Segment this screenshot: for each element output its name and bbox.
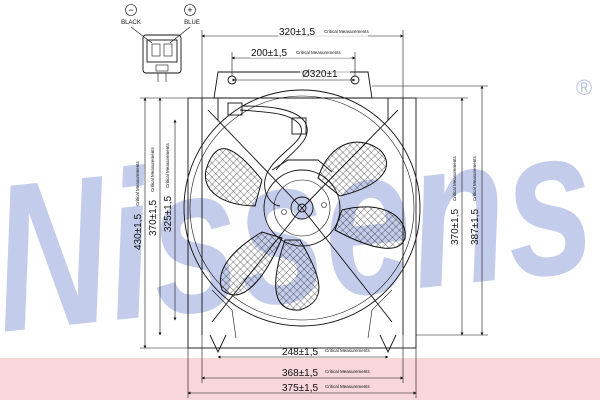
fan-blade-3 xyxy=(334,206,406,249)
dim-left-430-note: Critical Measurements xyxy=(135,160,140,206)
dim-bottom-375-note: Critical Measurements xyxy=(325,384,371,389)
dim-top-width-note: Critical Measurements xyxy=(324,29,370,34)
dim-left-325-note: Critical Measurements xyxy=(165,142,170,188)
dim-mount-width-note: Critical Measurements xyxy=(296,50,342,55)
dim-bottom-375-value: 375±1,5 xyxy=(282,383,319,394)
dim-right-387: 387±1,5 Critical Measurements xyxy=(470,155,481,245)
dim-left-325-value: 325±1,5 xyxy=(163,195,174,232)
dim-mount-width-value: 200±1,5 xyxy=(251,48,288,59)
dim-right-370: 370±1,5 Critical Measurements xyxy=(450,155,461,245)
dim-bottom-368-note: Critical Measurements xyxy=(325,369,371,374)
connector-legend: − + BLACK BLUE xyxy=(121,4,200,82)
wiring-harness xyxy=(227,102,308,207)
dim-hole-dia: Ø320±1 xyxy=(300,68,350,80)
dim-bottom-368: 368±1,5 Critical Measurements xyxy=(282,368,371,379)
registered-mark: ® xyxy=(576,75,592,100)
dim-left-430-value: 430±1,5 xyxy=(133,213,144,250)
dim-bottom-368-value: 368±1,5 xyxy=(282,368,319,379)
fan-blade-2 xyxy=(317,141,387,197)
dimension-labels: 320±1,5 Critical Measurements 200±1,5 Cr… xyxy=(133,26,481,394)
dim-top-width: 320±1,5 Critical Measurements xyxy=(278,26,370,38)
dim-bottom-248-note: Critical Measurements xyxy=(325,348,371,353)
dim-top-width-value: 320±1,5 xyxy=(279,27,316,38)
dim-left-325: 325±1,5 Critical Measurements xyxy=(163,142,174,232)
dim-left-430: 430±1,5 Critical Measurements xyxy=(133,160,144,250)
dim-right-387-value: 387±1,5 xyxy=(470,208,481,245)
dim-right-370-value: 370±1,5 xyxy=(450,208,461,245)
blue-label: BLUE xyxy=(184,20,200,26)
black-label: BLACK xyxy=(121,20,141,26)
dim-hole-dia-value: Ø320±1 xyxy=(302,69,338,80)
fan-blade-5 xyxy=(220,231,283,296)
dim-right-370-note: Critical Measurements xyxy=(452,155,457,201)
dim-left-370-note: Critical Measurements xyxy=(150,146,155,192)
fan-blade-1 xyxy=(204,148,263,207)
dim-left-370: 370±1,5 Critical Measurements xyxy=(148,146,159,236)
plus-symbol-circle xyxy=(184,4,196,16)
fan-ring xyxy=(183,89,421,327)
dim-bottom-248-value: 248±1,5 xyxy=(282,347,319,358)
dim-left-370-value: 370±1,5 xyxy=(148,199,159,236)
plus-symbol: + xyxy=(187,5,192,15)
connector-plug-icon xyxy=(142,34,182,82)
minus-symbol-circle xyxy=(125,4,137,16)
dim-mount-width: 200±1,5 Critical Measurements xyxy=(250,46,350,59)
minus-symbol: − xyxy=(128,5,133,15)
fan-blades xyxy=(204,141,406,311)
dim-bottom-248: 248±1,5 Critical Measurements xyxy=(282,347,371,358)
dim-bottom-375: 375±1,5 Critical Measurements xyxy=(282,383,371,394)
fan-blade-4 xyxy=(275,239,320,311)
dim-right-387-note: Critical Measurements xyxy=(472,155,477,201)
watermark: Nissens ® xyxy=(0,75,600,377)
